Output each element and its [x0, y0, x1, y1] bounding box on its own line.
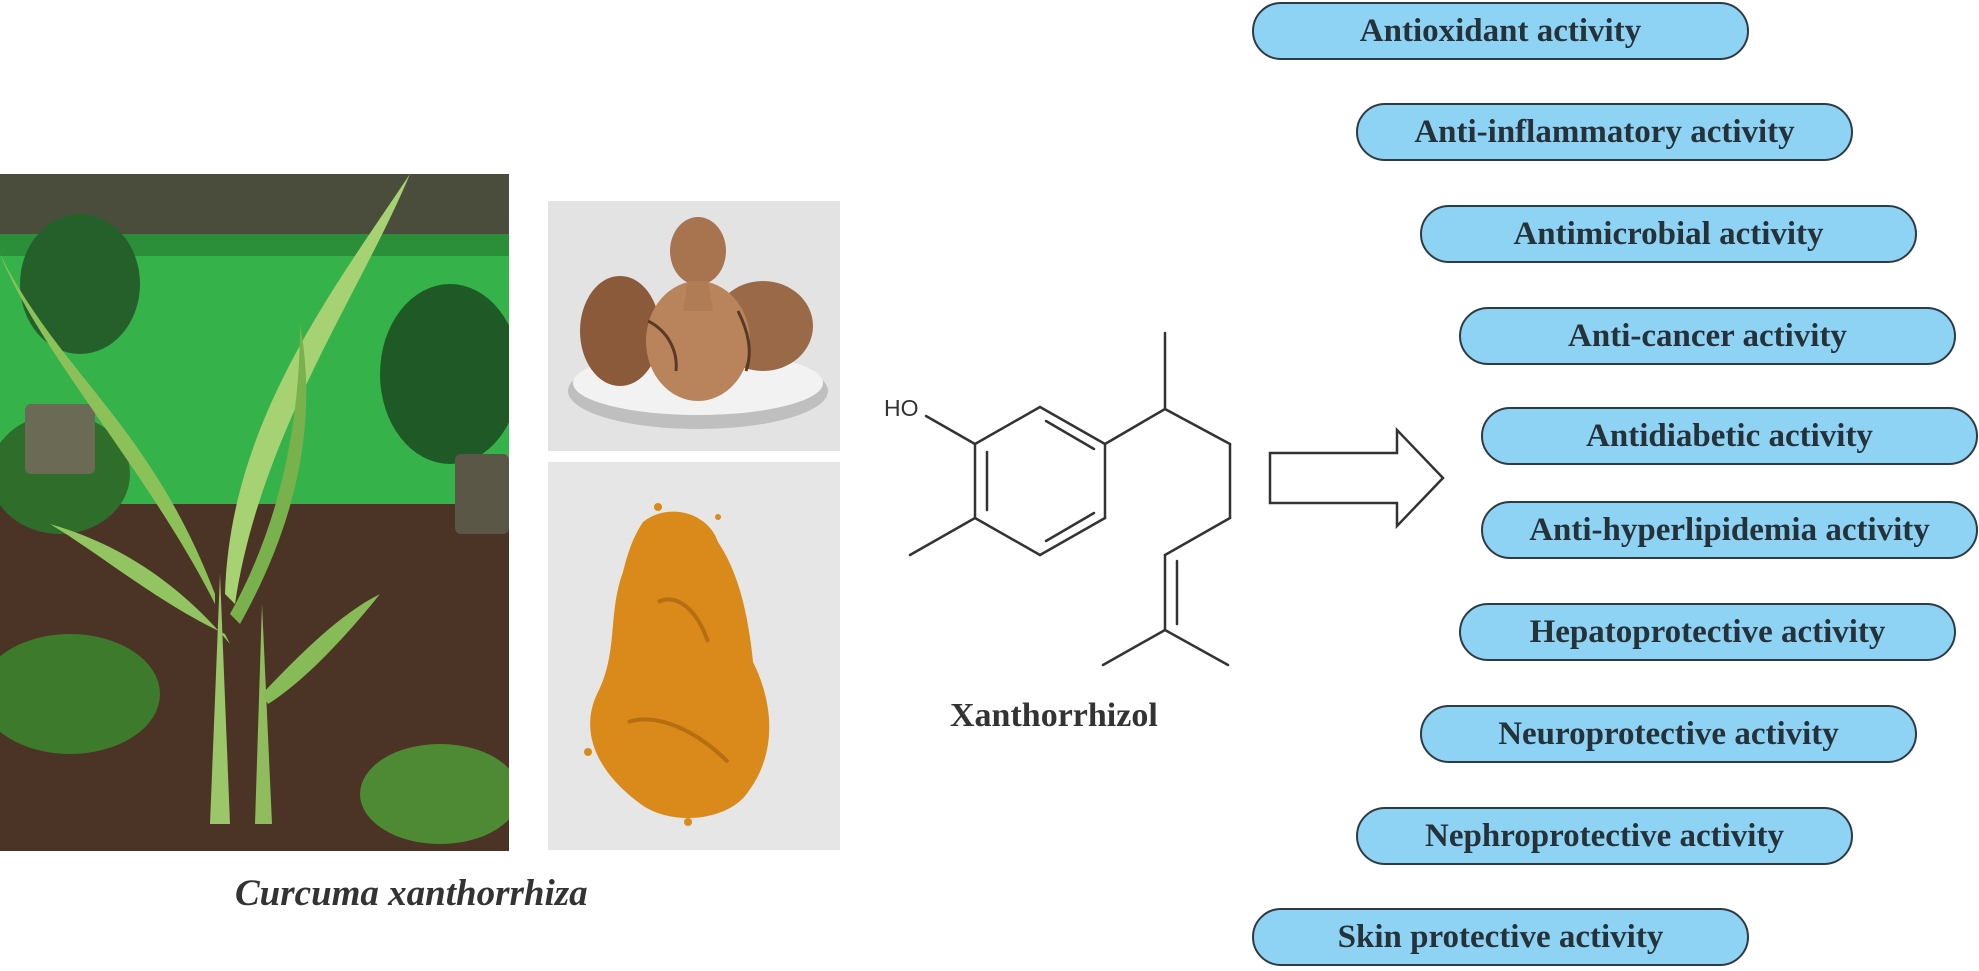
- side-chain-bond: [1163, 516, 1232, 557]
- bond: [973, 516, 1042, 557]
- activity-antioxidant: Antioxidant activity: [1252, 2, 1749, 60]
- activity-antimicrobial: Antimicrobial activity: [1420, 205, 1917, 263]
- activity-anti-cancer: Anti-cancer activity: [1459, 307, 1956, 365]
- methyl-bond: [908, 516, 977, 557]
- side-chain-bond: [1163, 407, 1232, 446]
- bond: [973, 405, 1042, 446]
- activity-skin-protective: Skin protective activity: [1252, 908, 1749, 966]
- activity-nephroprotective: Nephroprotective activity: [1356, 807, 1853, 865]
- activity-hepatoprotective: Hepatoprotective activity: [1459, 603, 1956, 661]
- activity-antidiabetic: Antidiabetic activity: [1481, 407, 1978, 465]
- activity-anti-hyperlipidemia: Anti-hyperlipidemia activity: [1481, 501, 1978, 559]
- double-bond: [1044, 511, 1096, 543]
- powder-photo: [548, 462, 840, 850]
- activity-anti-inflammatory: Anti-inflammatory activity: [1356, 103, 1853, 161]
- plant-photo: [0, 174, 509, 851]
- compound-name: Xanthorrhizol: [950, 697, 1158, 734]
- right-arrow-icon: [1268, 426, 1445, 530]
- hydroxyl-label: HO: [884, 395, 919, 421]
- bond: [1038, 405, 1107, 446]
- methyl-bond: [1163, 628, 1230, 667]
- methyl-bond: [1101, 628, 1167, 667]
- hydroxyl-bond: [924, 414, 977, 446]
- xanthorrhizol-structure: HO: [884, 331, 1232, 667]
- activity-neuroprotective: Neuroprotective activity: [1420, 705, 1917, 763]
- bond: [1038, 516, 1107, 557]
- rhizome-photo: [548, 201, 840, 451]
- species-caption: Curcuma xanthorrhiza: [235, 873, 588, 914]
- double-bond: [1044, 419, 1096, 451]
- side-chain-bond: [1103, 407, 1167, 446]
